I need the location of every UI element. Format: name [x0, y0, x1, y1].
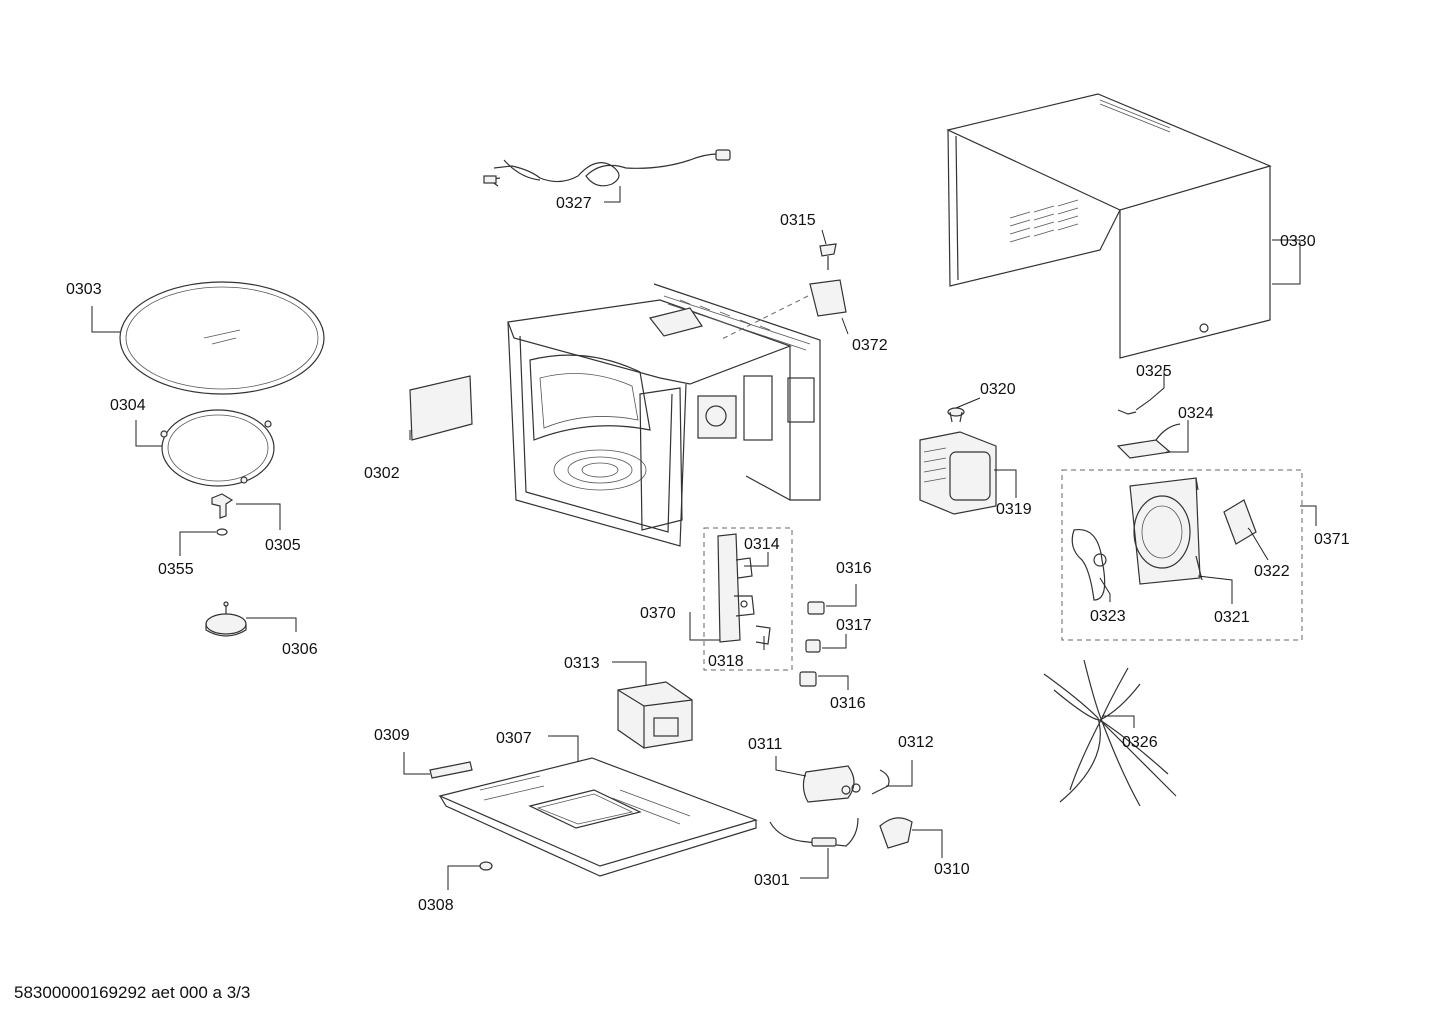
- part-label-0316-upper[interactable]: 0316: [836, 560, 872, 577]
- part-label-0320[interactable]: 0320: [980, 381, 1016, 398]
- document-code: 58300000169292 aet 000 a 3/3: [14, 983, 250, 1002]
- part-label-0326[interactable]: 0326: [1122, 734, 1158, 751]
- part-label-0302[interactable]: 0302: [364, 465, 400, 482]
- part-label-0301[interactable]: 0301: [754, 872, 790, 889]
- thermal-cutout-drawing: [947, 407, 965, 423]
- part-label-0315[interactable]: 0315: [780, 212, 816, 229]
- fan-assembly-group-box: [1061, 469, 1303, 641]
- power-cord-drawing: [483, 149, 731, 187]
- part-labels: 0301 0302 0303 0304 0305 0306 0307 0308 …: [66, 195, 1350, 914]
- door-latch-assembly-drawing: [717, 533, 771, 645]
- coupler-drawing: [211, 493, 234, 536]
- part-label-0318[interactable]: 0318: [708, 653, 744, 670]
- part-label-0372[interactable]: 0372: [852, 337, 888, 354]
- part-label-0308[interactable]: 0308: [418, 897, 454, 914]
- part-label-0303[interactable]: 0303: [66, 281, 102, 298]
- part-label-0371[interactable]: 0371: [1314, 531, 1350, 548]
- part-label-0316-lower[interactable]: 0316: [830, 695, 866, 712]
- part-label-0324[interactable]: 0324: [1178, 405, 1214, 422]
- bracket-drawing: [429, 761, 473, 779]
- part-label-0317[interactable]: 0317: [836, 617, 872, 634]
- base-plate-drawing: [438, 757, 758, 877]
- part-label-0310[interactable]: 0310: [934, 861, 970, 878]
- part-label-0319[interactable]: 0319: [996, 501, 1032, 518]
- latch-group-box: [703, 527, 793, 671]
- sensor-drawing: [1117, 409, 1137, 415]
- part-label-0313[interactable]: 0313: [564, 655, 600, 672]
- part-label-0355[interactable]: 0355: [158, 561, 194, 578]
- hv-transformer-drawing: [617, 681, 693, 749]
- part-label-0325[interactable]: 0325: [1136, 363, 1172, 380]
- hv-diode-drawing: [871, 769, 890, 795]
- wiring-harness-drawing: [1043, 659, 1177, 807]
- hv-capacitor-drawing: [802, 765, 861, 803]
- part-label-0306[interactable]: 0306: [282, 641, 318, 658]
- rubber-foot-drawing: [479, 861, 493, 871]
- roller-ring-drawing: [160, 409, 275, 487]
- part-label-0314[interactable]: 0314: [744, 536, 780, 553]
- leader-lines: [91, 186, 1317, 890]
- part-label-0323[interactable]: 0323: [1090, 608, 1126, 625]
- part-label-0321[interactable]: 0321: [1214, 609, 1250, 626]
- part-label-0305[interactable]: 0305: [265, 537, 301, 554]
- lamp-bracket-drawing: [719, 279, 847, 341]
- cavity-frame-drawing: [507, 283, 821, 547]
- part-label-0309[interactable]: 0309: [374, 727, 410, 744]
- magnetron-drawing: [919, 431, 997, 515]
- part-label-0307[interactable]: 0307: [496, 730, 532, 747]
- part-label-0327[interactable]: 0327: [556, 195, 592, 212]
- capacitor-clamp-drawing: [879, 817, 913, 849]
- lamp-drawing: [819, 243, 837, 270]
- hv-fuse-drawing: [769, 817, 859, 847]
- outer-casing-drawing: [946, 93, 1272, 359]
- part-label-0304[interactable]: 0304: [110, 397, 146, 414]
- turntable-motor-drawing: [205, 601, 247, 637]
- part-label-0312[interactable]: 0312: [898, 734, 934, 751]
- part-label-0330[interactable]: 0330: [1280, 233, 1316, 250]
- microswitch-drawing: [799, 601, 825, 687]
- part-label-0322[interactable]: 0322: [1254, 563, 1290, 580]
- part-label-0370[interactable]: 0370: [640, 605, 676, 622]
- waveguide-cover-drawing: [409, 375, 473, 441]
- part-label-0311[interactable]: 0311: [748, 736, 783, 753]
- glass-turntable-drawing: [119, 281, 325, 395]
- control-board-drawing: [1116, 423, 1181, 459]
